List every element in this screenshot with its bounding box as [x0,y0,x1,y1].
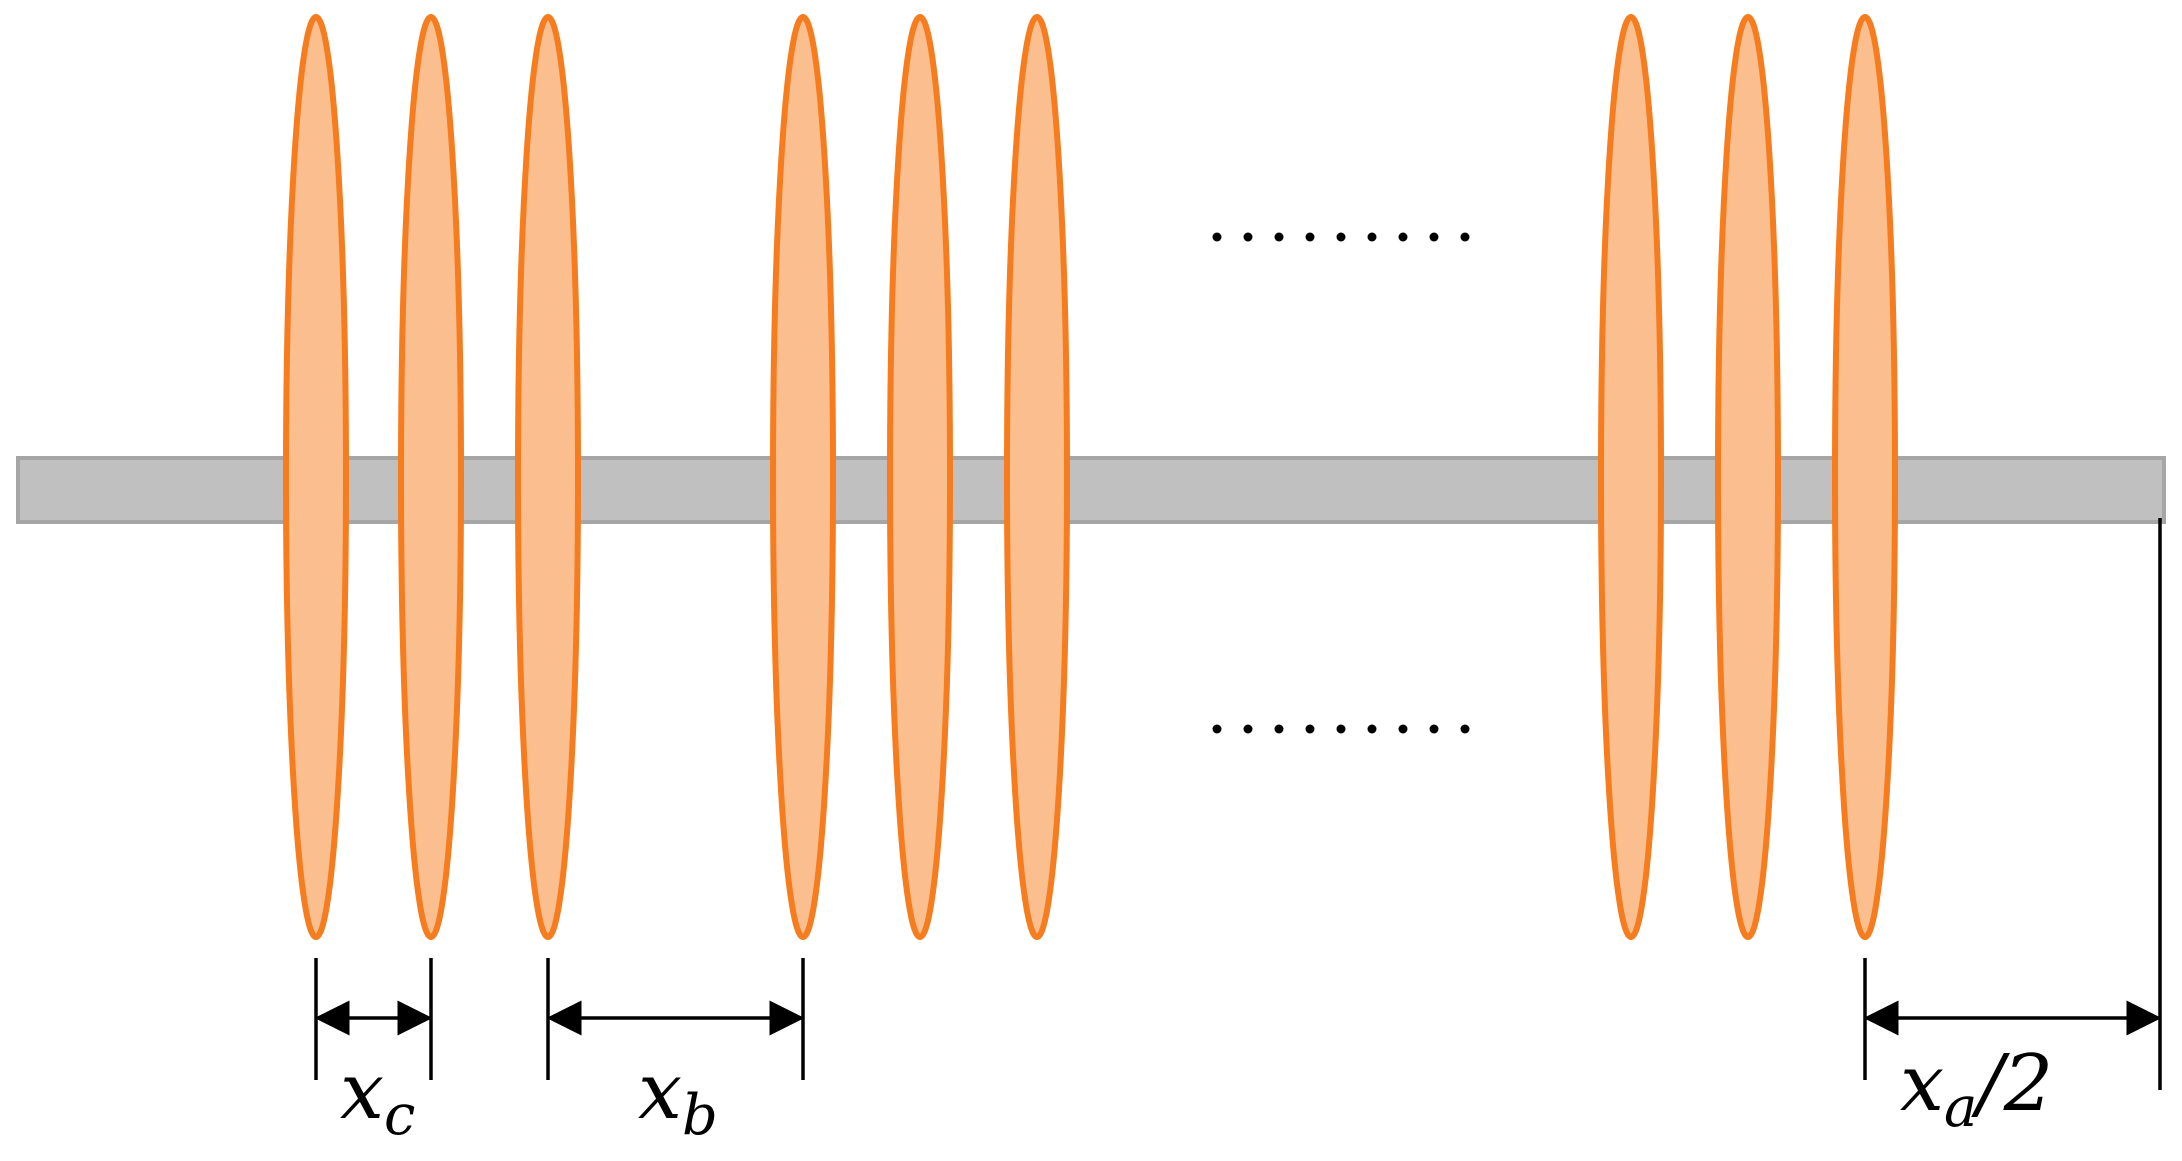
disk [1598,14,1664,940]
disks-right-group [1598,14,1898,940]
disks-middle-group [770,14,1070,940]
disk [515,14,581,940]
xb-label: xb [638,1047,718,1148]
disk [398,14,464,940]
disk [1715,14,1781,940]
xa-half-label: xa/2 [1900,1039,2053,1140]
lower-ellipsis [1212,724,1470,734]
shaft [16,456,2166,524]
disk [770,14,836,940]
xc-label: xc [340,1047,415,1148]
disk [283,14,349,940]
disk [1832,14,1898,940]
disk [887,14,953,940]
upper-ellipsis [1212,232,1470,242]
disks-left-group [283,14,581,940]
disk [1004,14,1070,940]
